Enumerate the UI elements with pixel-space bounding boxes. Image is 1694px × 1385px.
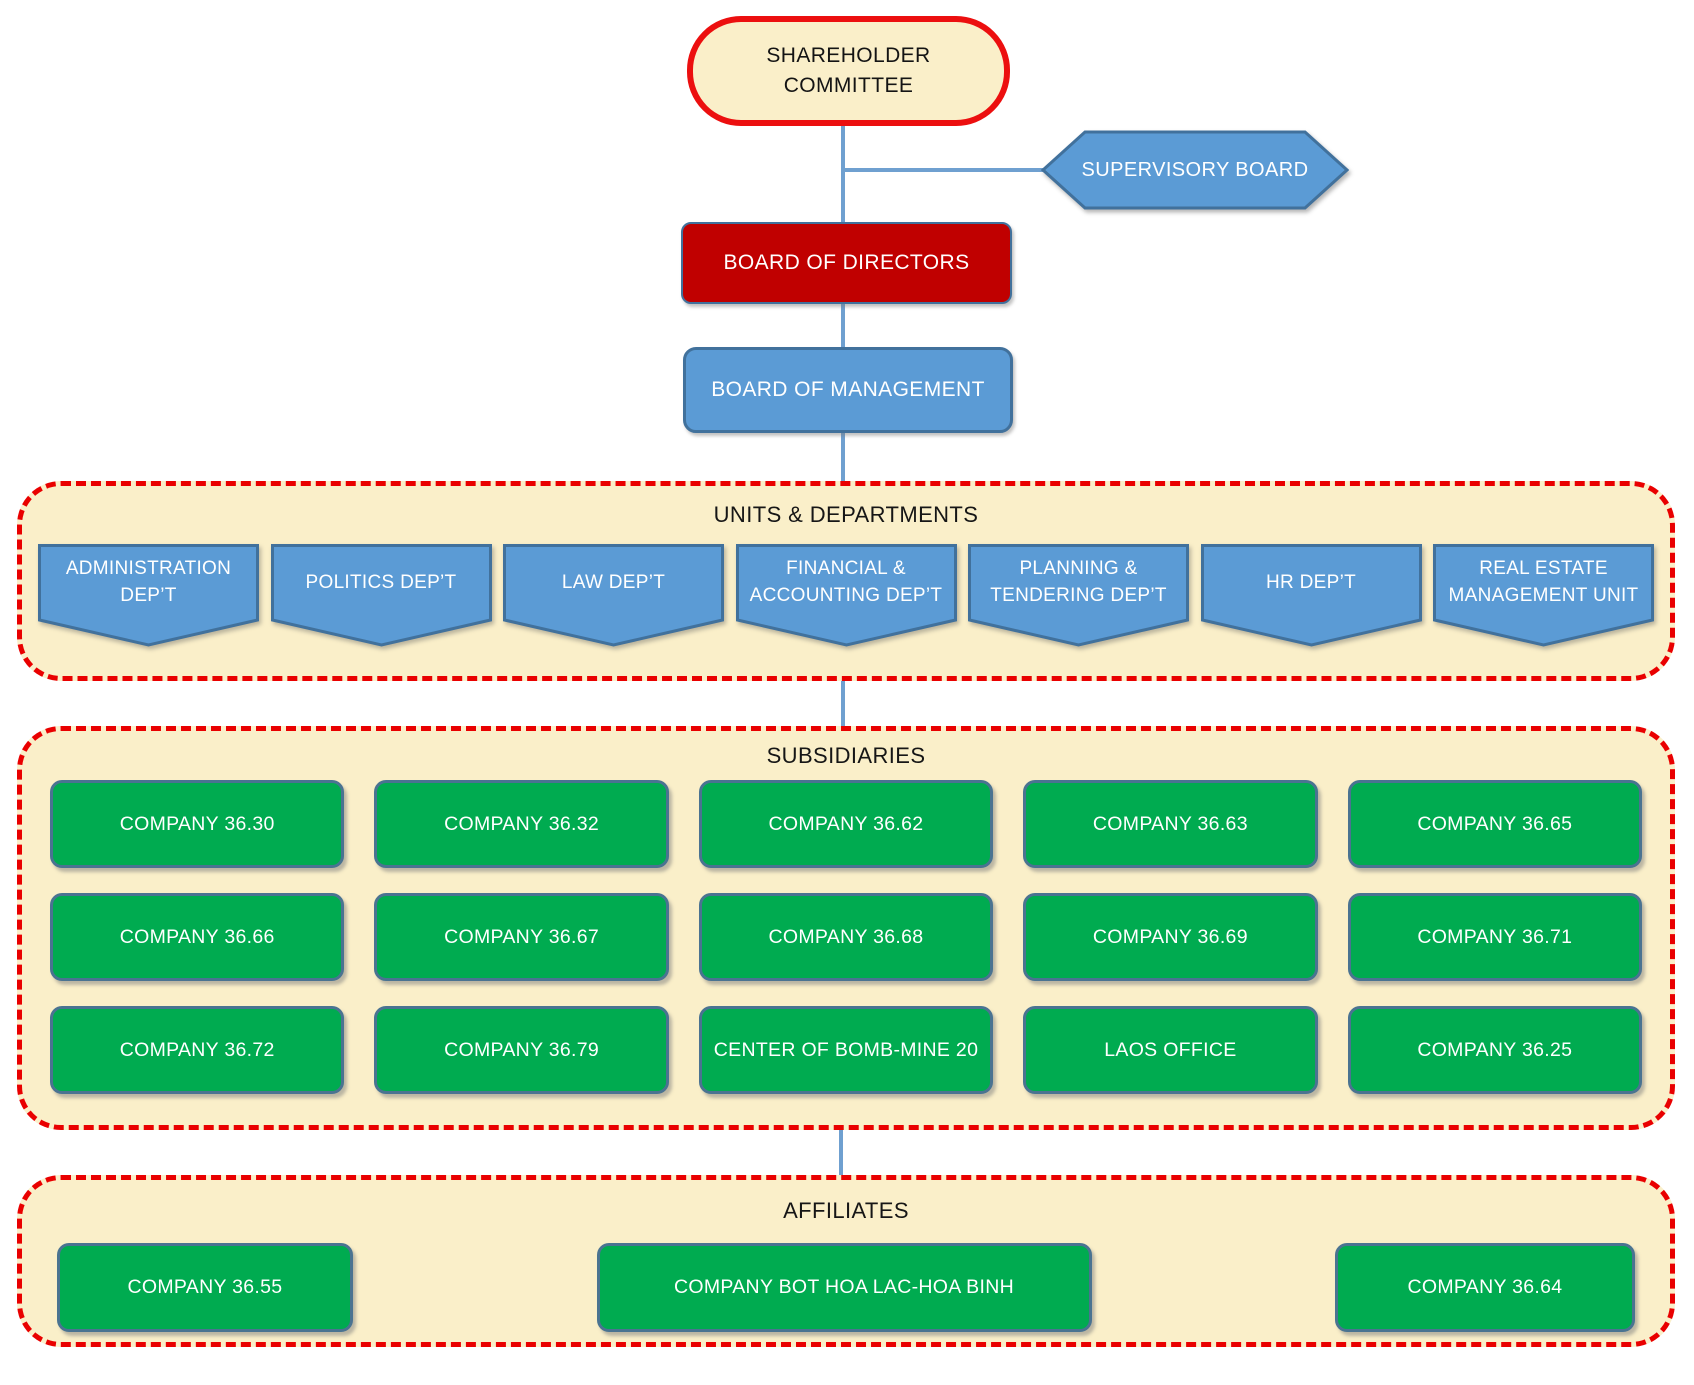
subsidiary-node: COMPANY 36.30 (50, 780, 345, 868)
banner-shape (270, 544, 492, 647)
connector-subsidiaries-to-affiliates (839, 1130, 843, 1175)
department-node-financial-accounting: FINANCIAL & ACCOUNTING DEP’T (735, 544, 957, 647)
department-label: LAW DEP’T (561, 571, 666, 593)
affiliate-node: COMPANY BOT HOA LAC-HOA BINH (596, 1243, 1092, 1332)
department-node-administration: ADMINISTRATION DEP’T (38, 544, 259, 647)
department-node-hr: HR DEP’T (1200, 544, 1422, 647)
shareholder-committee-node: SHAREHOLDER COMMITTEE (687, 16, 1010, 126)
units-departments-section: UNITS & DEPARTMENTS ADMINISTRATION DEP’T… (17, 481, 1675, 681)
department-label: FINANCIAL & ACCOUNTING DEP’T (749, 558, 943, 606)
subsidiary-node: COMPANY 36.71 (1347, 893, 1642, 981)
connector-units-to-subsidiaries (841, 681, 845, 726)
subsidiary-node: COMPANY 36.68 (698, 893, 994, 981)
connector-bom-to-units (841, 433, 845, 481)
department-node-real-estate: REAL ESTATE MANAGEMENT UNIT (1433, 544, 1654, 647)
banner-shape (1433, 544, 1654, 647)
affiliates-row: COMPANY 36.55 COMPANY BOT HOA LAC-HOA BI… (57, 1243, 1635, 1332)
affiliate-node: COMPANY 36.64 (1335, 1243, 1635, 1332)
subsidiaries-grid: COMPANY 36.30 COMPANY 36.32 COMPANY 36.6… (50, 780, 1642, 1094)
hexagon-shape (1041, 130, 1349, 210)
department-node-law: LAW DEP’T (503, 544, 724, 647)
affiliates-title: AFFILIATES (783, 1198, 909, 1223)
department-node-planning-tendering: PLANNING & TENDERING DEP’T (968, 544, 1189, 647)
board-of-management-node: BOARD OF MANAGEMENT (683, 347, 1013, 433)
affiliate-node: COMPANY 36.55 (57, 1243, 353, 1332)
banner-shape (1200, 544, 1422, 647)
department-label: PLANNING & TENDERING DEP’T (990, 558, 1167, 606)
shareholder-committee-label: SHAREHOLDER COMMITTEE (766, 43, 931, 97)
subsidiary-node: COMPANY 36.67 (374, 893, 669, 981)
departments-row: ADMINISTRATION DEP’T POLITICS DEP’T LAW … (38, 544, 1654, 647)
subsidiary-node: CENTER OF BOMB-MINE 20 (698, 1006, 994, 1094)
connector-to-supervisory-board (841, 168, 1045, 172)
subsidiary-node: COMPANY 36.32 (374, 780, 669, 868)
subsidiary-node: COMPANY 36.79 (374, 1006, 669, 1094)
units-departments-title: UNITS & DEPARTMENTS (713, 502, 979, 527)
banner-shape (503, 544, 724, 647)
subsidiary-node: LAOS OFFICE (1023, 1006, 1318, 1094)
subsidiaries-title: SUBSIDIARIES (766, 743, 926, 768)
subsidiary-node: COMPANY 36.66 (50, 893, 345, 981)
board-of-management-label: BOARD OF MANAGEMENT (711, 378, 985, 401)
banner-shape (968, 544, 1189, 647)
subsidiary-node: COMPANY 36.69 (1023, 893, 1318, 981)
department-label: POLITICS DEP’T (305, 571, 457, 593)
subsidiaries-section: SUBSIDIARIES COMPANY 36.30 COMPANY 36.32… (17, 726, 1675, 1130)
department-label: ADMINISTRATION DEP’T (65, 558, 232, 606)
subsidiary-node: COMPANY 36.72 (50, 1006, 345, 1094)
subsidiary-node: COMPANY 36.65 (1347, 780, 1642, 868)
subsidiary-node: COMPANY 36.25 (1347, 1006, 1642, 1094)
department-node-politics: POLITICS DEP’T (270, 544, 492, 647)
banner-shape (735, 544, 957, 647)
subsidiary-node: COMPANY 36.62 (698, 780, 994, 868)
board-of-directors-node: BOARD OF DIRECTORS (681, 222, 1012, 304)
connector-shareholder-to-bod (841, 126, 845, 222)
supervisory-board-label: SUPERVISORY BOARD (1081, 158, 1309, 181)
department-label: HR DEP’T (1265, 571, 1356, 593)
board-of-directors-label: BOARD OF DIRECTORS (723, 251, 970, 274)
affiliates-section: AFFILIATES COMPANY 36.55 COMPANY BOT HOA… (17, 1175, 1675, 1347)
connector-bod-to-bom (841, 304, 845, 347)
banner-shape (38, 544, 259, 647)
subsidiary-node: COMPANY 36.63 (1023, 780, 1318, 868)
supervisory-board-node: SUPERVISORY BOARD (1041, 130, 1349, 210)
department-label: REAL ESTATE MANAGEMENT UNIT (1448, 558, 1639, 606)
